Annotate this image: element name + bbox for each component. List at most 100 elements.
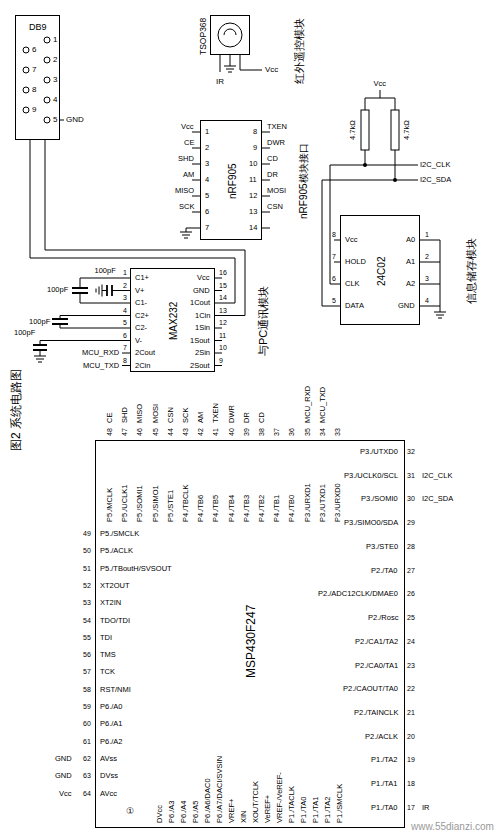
pin-label: MCU_RXD bbox=[304, 386, 312, 423]
pin-label: TMS bbox=[100, 651, 116, 659]
pin-label: V- bbox=[135, 337, 142, 345]
pin-label: DVss bbox=[100, 772, 118, 780]
pin-label: 2Sin bbox=[195, 349, 210, 357]
pin-label: 21 bbox=[407, 709, 415, 717]
pin-label: RST/NMI bbox=[100, 686, 131, 694]
pin-label: P1./TACLK bbox=[288, 786, 296, 823]
module-caption: 信息储存模块 bbox=[465, 238, 477, 304]
connector-pin bbox=[44, 77, 50, 83]
connector-pin bbox=[44, 37, 50, 43]
pin-label: P3./SOMI0 bbox=[361, 495, 398, 503]
chip-name: MSP430F247 bbox=[245, 604, 258, 677]
pin-label: 25 bbox=[407, 614, 415, 622]
ir-receiver-lens bbox=[218, 23, 242, 47]
pin-label: 2 bbox=[123, 282, 127, 290]
pin-label: TDI bbox=[100, 634, 112, 642]
ground-symbol bbox=[180, 232, 192, 238]
pin-label: HOLD bbox=[345, 258, 366, 266]
pin-label: P3./URXD0 bbox=[334, 483, 342, 522]
pin-label: CSN bbox=[167, 407, 175, 423]
pin-label: 8 bbox=[253, 128, 257, 136]
pin-label: 9 bbox=[219, 357, 223, 365]
pin-label: 39 bbox=[243, 428, 251, 436]
pin-label: 38 bbox=[258, 428, 266, 436]
pin-label: 4 bbox=[205, 176, 209, 184]
ground-symbol bbox=[34, 66, 446, 362]
pin-label: P4./TBCLK bbox=[182, 484, 190, 522]
pin-label: 32 bbox=[407, 448, 415, 456]
connector-pin bbox=[44, 117, 50, 123]
pin-label: 4.7kΩ bbox=[403, 120, 411, 140]
pin-label: 1 bbox=[123, 269, 127, 277]
pin-label: 61 bbox=[83, 738, 91, 746]
pin-label: 13 bbox=[219, 307, 227, 315]
pin-label: 30 bbox=[407, 495, 415, 503]
pin-label: P1./TA1 bbox=[371, 780, 398, 788]
junction-dot bbox=[393, 178, 397, 182]
ground-symbol bbox=[96, 285, 102, 297]
pin-label: 48 bbox=[106, 428, 114, 436]
resistor-symbol bbox=[361, 110, 369, 150]
pin-label: P5./MCLK bbox=[106, 488, 114, 522]
junction-dot bbox=[363, 163, 397, 182]
pin-label: V+ bbox=[135, 287, 144, 295]
pin-label: Vcc bbox=[181, 123, 194, 131]
pin-label: 2Cout bbox=[135, 349, 155, 357]
pin-label: P4./TB2 bbox=[258, 495, 266, 522]
pin-label: A0 bbox=[406, 236, 415, 244]
pin-label: 14 bbox=[219, 294, 227, 302]
pin-label: P2./CA0/TA1 bbox=[355, 662, 398, 670]
pin-label: 4 bbox=[53, 96, 57, 105]
pin-label: 34 bbox=[319, 428, 327, 436]
pin-label: 1Sin bbox=[195, 324, 210, 332]
pin-label: SHD bbox=[178, 155, 194, 163]
pin-label: I2C_CLK bbox=[420, 161, 450, 169]
wire bbox=[322, 150, 418, 306]
pin-label: 5 bbox=[53, 116, 57, 125]
pin-label: P3./UCLK0/SCL bbox=[344, 472, 398, 480]
pin-label: DR bbox=[243, 412, 251, 423]
pin-label: P5./SIMO1 bbox=[152, 485, 160, 522]
pin-label: 10 bbox=[249, 160, 257, 168]
pin-label: 3 bbox=[53, 76, 57, 85]
pin-label: MCU_RXD bbox=[82, 349, 119, 357]
junction-dot bbox=[363, 163, 367, 167]
pin-label: 20 bbox=[407, 733, 415, 741]
pin-label: P5./SOMI1 bbox=[136, 485, 144, 522]
pin-label: P2./ADC12CLK/DMAE0 bbox=[318, 590, 398, 598]
pin-label: IR bbox=[216, 78, 224, 87]
resistor-symbol bbox=[361, 110, 399, 150]
pin-label: 4.7kΩ bbox=[349, 120, 357, 140]
pin-label: C1- bbox=[135, 299, 147, 307]
pin-label: P1./TA0 bbox=[371, 804, 398, 812]
pin-label: Vcc bbox=[59, 790, 72, 798]
pin-label: 3 bbox=[123, 294, 127, 302]
pin-label: P6./A3 bbox=[168, 800, 176, 823]
wire bbox=[334, 90, 395, 262]
pin-label: P3./STE0 bbox=[366, 543, 398, 551]
pin-label: 22 bbox=[407, 685, 415, 693]
pin-label: Vcc bbox=[197, 274, 210, 282]
connector-pin bbox=[23, 47, 29, 53]
connector-pin bbox=[44, 97, 50, 103]
pin-label: 8 bbox=[332, 231, 336, 239]
pin-label: 2 bbox=[425, 253, 429, 261]
wire bbox=[420, 240, 440, 312]
pin-label: 16 bbox=[219, 269, 227, 277]
pin-label: XOUT/TCLK bbox=[252, 781, 260, 823]
pin-label: 5 bbox=[332, 297, 336, 305]
pin-label: P4./TB0 bbox=[288, 495, 296, 522]
part-name: TSOP368 bbox=[199, 17, 208, 54]
pin-label: 42 bbox=[197, 428, 205, 436]
connector-pin bbox=[23, 107, 29, 113]
pin-label: I2C_SDA bbox=[420, 176, 451, 184]
wire bbox=[80, 278, 130, 303]
pin-label: 6 bbox=[205, 208, 209, 216]
signal-wire bbox=[30, 140, 235, 303]
pin-label: P5./STE1 bbox=[167, 490, 175, 522]
pin-label: CD bbox=[267, 155, 278, 163]
pin-label: 43 bbox=[182, 428, 190, 436]
pin-label: GND bbox=[66, 116, 84, 125]
pin-label: 7 bbox=[123, 344, 127, 352]
pin-label: 18 bbox=[407, 780, 415, 788]
